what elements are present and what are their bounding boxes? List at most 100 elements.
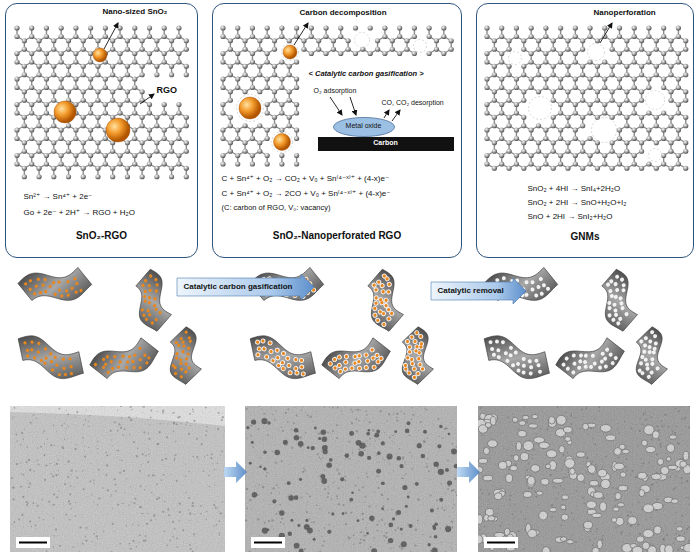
- carbon-atom: [646, 136, 651, 141]
- carbon-atom: [220, 110, 225, 115]
- sno2-dot: [66, 280, 70, 284]
- carbon-atom: [441, 51, 446, 56]
- carbon-atom: [580, 98, 585, 103]
- carbon-atom: [59, 25, 64, 30]
- sno2-dot: [33, 292, 37, 296]
- carbon-atom: [265, 59, 270, 64]
- carbon-atom: [646, 85, 651, 90]
- carbon-atom: [51, 72, 56, 77]
- carbon-atom: [646, 76, 651, 81]
- leader-arrow: [140, 94, 154, 104]
- carbon-atom: [184, 38, 189, 43]
- carbon-atom: [683, 47, 688, 52]
- carbon-atom: [624, 123, 629, 128]
- carbon-atom: [184, 140, 189, 145]
- carbon-atom: [617, 161, 622, 166]
- carbon-atom: [110, 47, 115, 52]
- carbon-atom: [382, 51, 387, 56]
- sno2-dot: [141, 283, 145, 287]
- carbon-atom: [250, 76, 255, 81]
- carbon-atom: [683, 64, 688, 69]
- carbon-atom: [103, 153, 108, 158]
- carbon-atom: [434, 38, 439, 43]
- carbon-atom: [81, 47, 86, 52]
- sno2-dot: [69, 365, 73, 369]
- carbon-atom: [228, 64, 233, 69]
- carbon-atom: [176, 102, 181, 107]
- nanopore: [355, 33, 370, 48]
- carbon-atom: [81, 174, 86, 179]
- carbon-atom: [668, 98, 673, 103]
- pore: [386, 281, 393, 288]
- carbon-atom: [353, 51, 358, 56]
- sno2-dot: [179, 361, 183, 365]
- sno2-dot: [51, 368, 55, 372]
- carbon-atom: [484, 127, 489, 132]
- carbon-atom: [103, 85, 108, 90]
- carbon-atom: [140, 89, 145, 94]
- carbon-atom: [654, 72, 659, 77]
- sno2-dot: [33, 356, 37, 360]
- pore: [274, 347, 280, 353]
- carbon-atom: [140, 72, 145, 77]
- sno2-dot: [131, 359, 135, 363]
- nanopore: [282, 44, 299, 61]
- sno2-dot: [73, 277, 77, 281]
- carbon-atom: [632, 153, 637, 158]
- carbon-atom: [514, 85, 519, 90]
- carbon-atom: [646, 59, 651, 64]
- carbon-atom: [536, 38, 541, 43]
- sno2-dot: [154, 307, 158, 311]
- carbon-atom: [235, 85, 240, 90]
- sno2-dot: [256, 340, 260, 344]
- carbon-atom: [661, 136, 666, 141]
- carbon-atom: [29, 102, 34, 107]
- sno2-dot: [101, 365, 105, 369]
- carbon-atom: [558, 161, 563, 166]
- sno2-dot: [44, 290, 48, 294]
- carbon-atom: [676, 76, 681, 81]
- carbon-atom: [632, 51, 637, 56]
- sno2-dot: [286, 356, 290, 360]
- carbon-atom: [565, 98, 570, 103]
- carbon-atom: [95, 123, 100, 128]
- carbon-atom: [492, 38, 497, 43]
- carbon-atom: [14, 136, 19, 141]
- carbon-atom: [117, 59, 122, 64]
- carbon-atom: [639, 72, 644, 77]
- carbon-atom: [44, 76, 49, 81]
- sno2-dot: [377, 280, 381, 284]
- carbon-atom: [14, 153, 19, 158]
- carbon-atom: [624, 64, 629, 69]
- carbon-atom: [580, 38, 585, 43]
- carbon-atom: [29, 59, 34, 64]
- carbon-atom: [617, 136, 622, 141]
- sno2-dot: [179, 358, 183, 362]
- carbon-atom: [492, 47, 497, 52]
- carbon-atom: [484, 153, 489, 158]
- carbon-atom: [125, 38, 130, 43]
- sno2-dot: [132, 366, 136, 370]
- carbon-atom: [140, 115, 145, 120]
- pore: [299, 357, 305, 363]
- carbon-atom: [36, 140, 41, 145]
- carbon-atom: [73, 161, 78, 166]
- carbon-atom: [51, 123, 56, 128]
- carbon-atom: [22, 72, 27, 77]
- sno2-dot: [62, 366, 66, 370]
- carbon-atom: [323, 34, 328, 39]
- nanopore: [529, 97, 552, 120]
- carbon-atom: [272, 98, 277, 103]
- carbon-atom: [294, 25, 299, 30]
- carbon-atom: [492, 166, 497, 171]
- carbon-atom: [103, 25, 108, 30]
- carbon-atom: [639, 89, 644, 94]
- carbon-atom: [484, 136, 489, 141]
- sno2-dot: [75, 282, 79, 286]
- carbon-atom: [272, 115, 277, 120]
- carbon-atom: [14, 34, 19, 39]
- sno2-dot: [52, 281, 56, 285]
- carbon-atom: [95, 89, 100, 94]
- carbon-atom: [449, 38, 454, 43]
